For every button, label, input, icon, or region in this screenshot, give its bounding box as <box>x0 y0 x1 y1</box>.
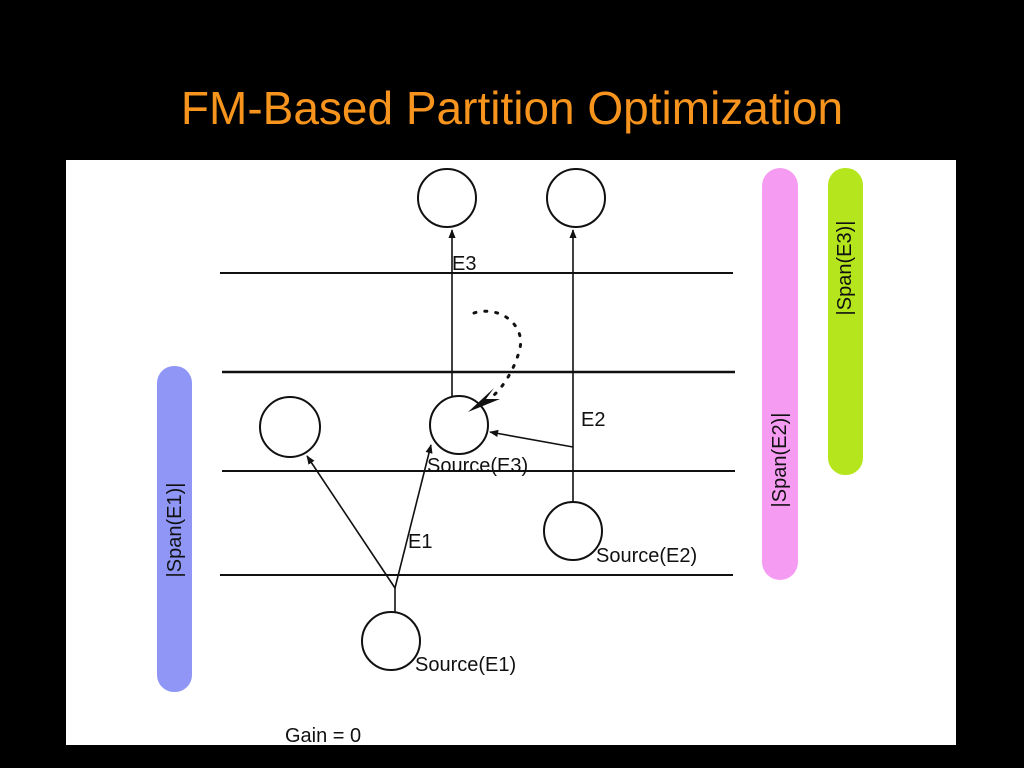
edge-e2-arrow-left <box>489 429 574 448</box>
span-e1-label: |Span(E1)| <box>164 483 186 578</box>
node-source-e2 <box>543 501 603 561</box>
edge-e3-label: E3 <box>452 253 476 275</box>
edge-e2-label: E2 <box>581 409 605 431</box>
node-top-e2-sink <box>546 168 606 228</box>
span-e3-label: |Span(E3)| <box>834 221 856 316</box>
slide-title: FM-Based Partition Optimization <box>180 82 844 134</box>
node-e1-sink <box>259 396 321 458</box>
node-source-e1 <box>361 611 421 671</box>
edge-e1-arrow-left <box>306 455 396 589</box>
node-top-e3-sink <box>417 168 477 228</box>
source-e2-label: Source(E2) <box>596 545 697 567</box>
partition-diagram: |Span(E1)| |Span(E2)| |Span(E3)| E3 E2 E… <box>157 168 863 745</box>
span-bar-e1 <box>157 366 192 692</box>
span-bar-e3 <box>828 168 863 475</box>
edge-e1-arrow-right <box>394 444 433 589</box>
source-e1-label: Source(E1) <box>415 654 516 676</box>
node-source-e3 <box>429 395 489 455</box>
diagram-panel: |Span(E1)| |Span(E2)| |Span(E3)| E3 E2 E… <box>66 160 956 745</box>
span-bar-e2 <box>762 168 798 580</box>
move-dotted-arc <box>472 309 523 400</box>
edge-e1-label: E1 <box>408 531 432 553</box>
move-arrowhead <box>468 388 500 412</box>
gain-label: Gain = 0 <box>285 725 361 745</box>
span-e2-label: |Span(E2)| <box>769 413 791 508</box>
source-e3-label: Source(E3) <box>427 455 528 477</box>
